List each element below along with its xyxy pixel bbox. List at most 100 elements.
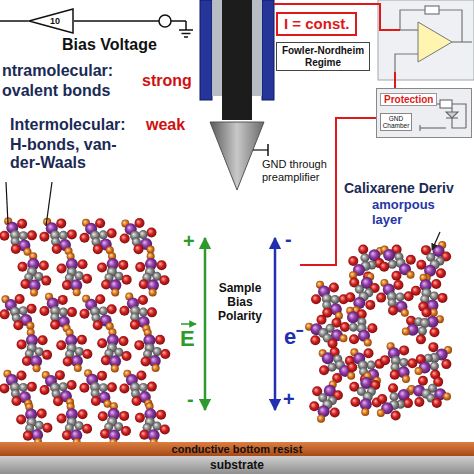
molecule xyxy=(135,402,170,446)
atom xyxy=(120,233,130,243)
atom xyxy=(99,383,108,392)
atom xyxy=(0,309,10,319)
atom xyxy=(156,410,166,420)
atom xyxy=(141,356,151,366)
atom xyxy=(111,364,119,372)
atom xyxy=(339,334,347,342)
atom xyxy=(17,219,27,229)
atom xyxy=(17,262,27,272)
vector-arrow xyxy=(181,323,196,325)
molecule xyxy=(411,274,448,317)
atom xyxy=(347,311,359,323)
molecule xyxy=(119,370,156,408)
atom xyxy=(77,335,87,345)
atom xyxy=(420,318,430,328)
protection-panel xyxy=(376,88,472,138)
atom xyxy=(59,231,68,240)
atom xyxy=(39,232,49,242)
atom xyxy=(358,244,368,254)
atom xyxy=(0,383,9,393)
atom xyxy=(340,322,350,332)
atom xyxy=(138,295,148,305)
atom xyxy=(121,426,131,436)
atom xyxy=(402,328,410,336)
atom xyxy=(119,411,129,421)
layer-label: amorpous layer xyxy=(372,198,442,228)
molecule-layer xyxy=(0,217,452,446)
atom xyxy=(331,295,340,304)
material-label: Calixarene Deriv xyxy=(344,180,454,196)
molecule xyxy=(97,252,132,296)
atom xyxy=(376,293,386,303)
atom xyxy=(27,230,37,240)
atom xyxy=(367,323,377,333)
atom xyxy=(80,233,90,243)
atom xyxy=(401,309,409,317)
bond-type-label: ntramolecular: xyxy=(2,62,113,80)
molecule xyxy=(57,253,93,297)
atom xyxy=(147,307,157,317)
atom xyxy=(430,362,439,371)
atom xyxy=(118,336,128,346)
atom xyxy=(67,380,77,390)
atom xyxy=(135,262,145,272)
molecule xyxy=(119,292,156,332)
atom xyxy=(99,230,108,239)
atom xyxy=(360,253,369,262)
molecule xyxy=(407,376,450,408)
molecule xyxy=(0,370,37,408)
atom xyxy=(91,396,101,406)
atom xyxy=(17,339,27,349)
resist-band: conductive bottom resist xyxy=(0,442,474,456)
atom xyxy=(160,349,170,359)
atom xyxy=(361,408,369,416)
node-text: 10 xyxy=(28,8,74,34)
atom xyxy=(58,295,68,305)
molecule xyxy=(80,218,117,254)
atom xyxy=(16,414,26,424)
atom xyxy=(329,282,339,292)
atom xyxy=(119,306,129,316)
electron-symbol: e⁻ xyxy=(284,324,303,349)
atom xyxy=(75,347,84,356)
bias-label: Bias Voltage xyxy=(62,36,157,54)
atom xyxy=(19,383,28,392)
atom xyxy=(149,288,157,296)
bond-type-label: Intermolecular: xyxy=(10,116,126,134)
atom xyxy=(319,365,329,375)
atom xyxy=(57,263,67,273)
atom xyxy=(82,349,92,359)
atom xyxy=(82,424,92,434)
atom xyxy=(367,361,376,370)
atom xyxy=(350,397,360,407)
atom xyxy=(432,398,442,408)
atom xyxy=(379,262,389,272)
atom xyxy=(328,338,338,348)
atom xyxy=(33,364,41,372)
atom xyxy=(139,383,148,392)
bias-wire xyxy=(0,15,193,37)
polarity-label: Sample Bias Polarity xyxy=(209,282,271,323)
molecule xyxy=(57,403,93,447)
atom xyxy=(130,320,140,330)
atom xyxy=(391,411,401,421)
strength-label: strong xyxy=(142,72,192,90)
molecule xyxy=(80,294,117,330)
atom xyxy=(42,350,52,360)
atom xyxy=(416,334,426,344)
molecule xyxy=(309,380,343,422)
atom xyxy=(347,362,357,372)
atom xyxy=(74,364,82,372)
molecule xyxy=(349,372,382,416)
atom xyxy=(53,396,63,406)
atom xyxy=(37,409,47,419)
atom xyxy=(411,286,421,296)
bond-type-label: H-bonds, van- der-Waals xyxy=(10,136,134,173)
atom xyxy=(311,294,321,304)
atom xyxy=(73,288,81,296)
atom xyxy=(19,231,28,240)
electron-arrow xyxy=(274,238,277,410)
atom xyxy=(11,396,21,406)
atom xyxy=(388,305,398,315)
atom xyxy=(93,320,103,330)
